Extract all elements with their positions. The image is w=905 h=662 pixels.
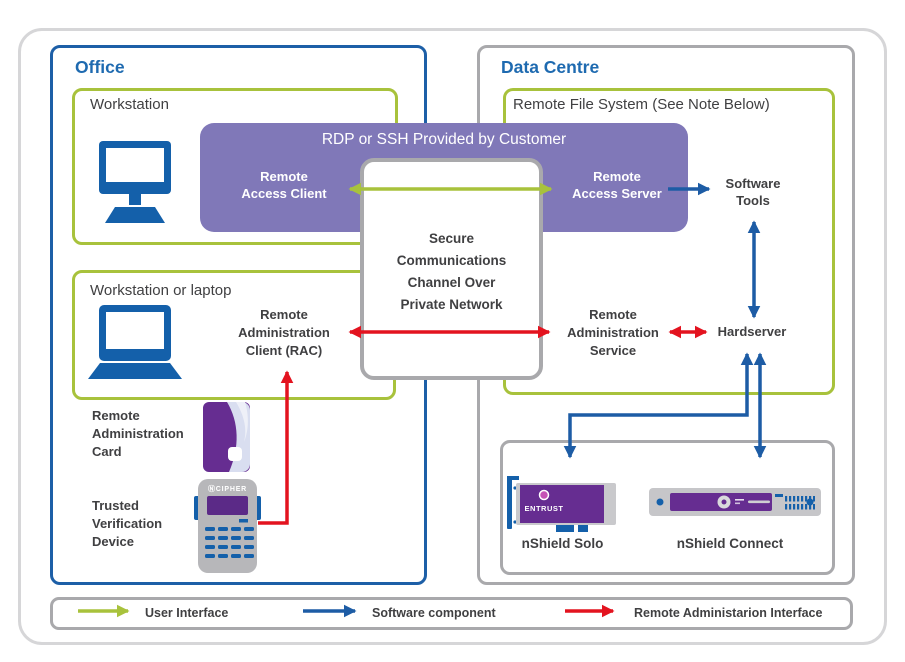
label-line: Remote xyxy=(92,408,140,423)
nshield-connect-label: nShield Connect xyxy=(676,536,784,551)
software-tools-label: Software Tools xyxy=(703,175,803,209)
legend-software-component-label: Software component xyxy=(372,606,496,620)
entrust-brand-text: ENTRUST xyxy=(525,504,564,513)
label-line: Remote xyxy=(260,169,308,184)
label-line: Remote xyxy=(260,307,308,322)
tvd-brand-text: ⓃCIPHER xyxy=(208,484,247,493)
label-line: Trusted xyxy=(92,498,139,513)
label-line: Card xyxy=(92,444,122,459)
office-title: Office xyxy=(75,57,125,77)
label-line: Device xyxy=(92,534,134,549)
label-line: Access Server xyxy=(572,186,662,201)
desktop-computer-icon xyxy=(99,141,171,223)
data-centre-title: Data Centre xyxy=(501,57,600,77)
label-line: Communications xyxy=(396,253,507,268)
workstation-title: Workstation xyxy=(90,96,169,113)
label-line: Remote xyxy=(589,307,637,322)
label-line: Administration xyxy=(238,325,330,340)
secure-channel-label: Secure Communications Channel Over Priva… xyxy=(374,228,529,316)
remote-administration-card-icon xyxy=(203,402,250,472)
label-line: Administration xyxy=(567,325,659,340)
legend-box xyxy=(50,597,853,630)
label-line: Tools xyxy=(736,193,770,208)
label-line: Secure xyxy=(428,231,475,246)
trusted-verification-device-icon: ⓃCIPHER xyxy=(194,479,261,573)
outer-frame xyxy=(18,28,887,645)
remote-access-client-label: Remote Access Client xyxy=(214,168,354,202)
trusted-verification-device-label: Trusted Verification Device xyxy=(92,497,162,551)
remote-administration-client-label: Remote Administration Client (RAC) xyxy=(224,306,344,360)
legend-remote-administration-label: Remote Administarion Interface xyxy=(634,606,823,620)
laptop-box-title: Workstation or laptop xyxy=(90,282,232,299)
nshield-connect-icon xyxy=(649,488,821,516)
label-line: Remote xyxy=(593,169,641,184)
nshield-solo-label: nShield Solo xyxy=(521,536,604,551)
label-line: Service xyxy=(589,343,637,358)
label-line: Software xyxy=(725,176,781,191)
label-line: Channel Over xyxy=(407,275,496,290)
hardserver-label: Hardserver xyxy=(717,324,787,339)
remote-access-server-label: Remote Access Server xyxy=(547,168,687,202)
label-line: Private Network xyxy=(400,297,503,312)
legend-user-interface-label: User Interface xyxy=(145,606,229,620)
label-line: Administration xyxy=(92,426,184,441)
remote-administration-service-label: Remote Administration Service xyxy=(553,306,673,360)
label-line: Verification xyxy=(92,516,163,531)
label-line: Client (RAC) xyxy=(245,343,323,358)
nshield-solo-icon: ENTRUST xyxy=(507,476,616,532)
remote-administration-card-label: Remote Administration Card xyxy=(92,407,184,461)
rdp-ssh-banner-title: RDP or SSH Provided by Customer xyxy=(321,131,567,148)
label-line: Access Client xyxy=(241,186,327,201)
laptop-icon xyxy=(88,305,182,379)
remote-file-system-title: Remote File System (See Note Below) xyxy=(513,96,770,113)
